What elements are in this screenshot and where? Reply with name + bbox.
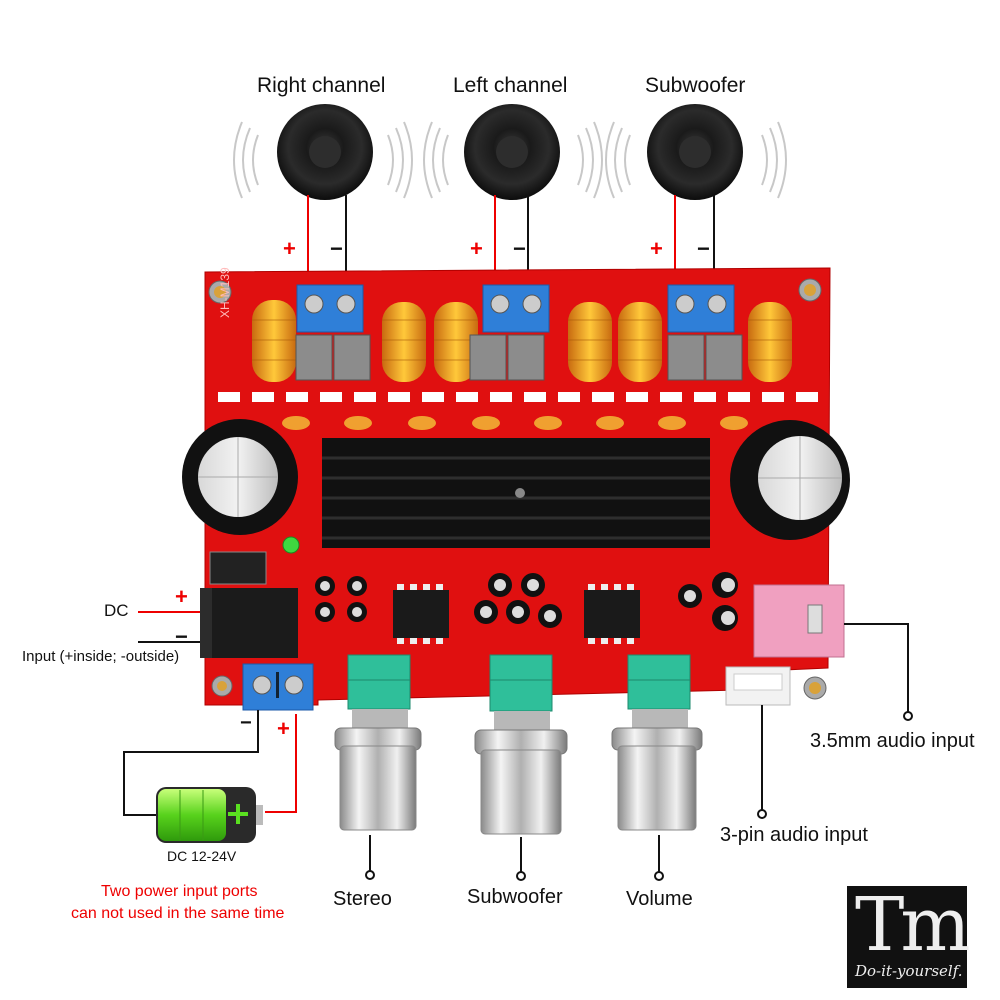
warning-line-2: can not used in the same time [71,905,285,922]
stereo-callout-dot [365,870,375,880]
volume-callout-dot [654,871,664,881]
opamp-chip-left [393,584,449,644]
power-led [282,536,300,554]
electrolytic-capacitor-right [730,420,850,540]
smd-components [218,392,818,402]
power-terminal[interactable] [242,663,314,711]
speaker-terminal-right[interactable] [296,284,364,333]
speaker-terminal-left[interactable] [482,284,550,333]
battery-minus-mark: − [240,712,252,734]
dc-minus-mark: − [175,624,188,649]
battery-plus-wire [265,714,297,813]
battery-icon [156,787,263,843]
subwoofer-callout-dot [516,871,526,881]
audio-connector-3-pin[interactable] [725,666,791,706]
knob-label-stereo: Stereo [333,888,392,910]
ceramic-capacitors [282,416,748,430]
knob-label-volume: Volume [626,888,693,910]
right-minus-mark: − [330,236,343,261]
potentiometer-subwoofer[interactable] [474,654,568,835]
amplifier-board [182,267,850,835]
smd-inductors [295,334,743,381]
battery-plus-mark: + [277,716,290,741]
dc-barrel-jack[interactable] [200,588,298,658]
potentiometer-stereo[interactable] [334,654,422,831]
battery-voltage-label: DC 12-24V [167,848,237,864]
dc-label: DC [104,601,129,620]
right-plus-mark: + [283,236,296,261]
opamp-chip-right [584,584,640,644]
speaker-subwoofer [605,104,787,285]
diode [209,551,267,585]
speaker-label-subwoofer: Subwoofer [645,74,746,97]
sub-plus-mark: + [650,236,663,261]
board-model: XH-M139 [218,267,232,318]
speaker-label-left: Left channel [453,74,568,97]
jack-label: 3.5mm audio input [810,730,975,752]
pin-input-label: 3-pin audio input [720,824,868,846]
audio-jack-3-5mm[interactable] [753,584,845,658]
left-plus-mark: + [470,236,483,261]
battery-minus-wire [123,710,259,816]
dc-plus-mark: + [175,584,188,609]
logo-mark: Tm [855,882,971,968]
potentiometer-volume[interactable] [611,654,703,831]
brand-logo: Tm Do-it-yourself. [847,882,971,988]
heatsink [322,438,710,548]
knob-label-subwoofer: Subwoofer [467,886,563,908]
electrolytic-capacitor-left [182,419,298,535]
toroid-inductors [252,300,792,382]
left-minus-mark: − [513,236,526,261]
dc-input-note: Input (+inside; -outside) [22,648,180,665]
jack-callout-line [844,623,909,712]
speaker-label-right: Right channel [257,74,386,97]
sub-minus-mark: − [697,236,710,261]
logo-tagline: Do-it-yourself. [855,962,963,980]
small-capacitors [315,572,738,631]
speaker-right [233,104,413,285]
warning-line-1: Two power input ports [101,883,258,900]
speaker-terminal-subwoofer[interactable] [667,284,735,333]
